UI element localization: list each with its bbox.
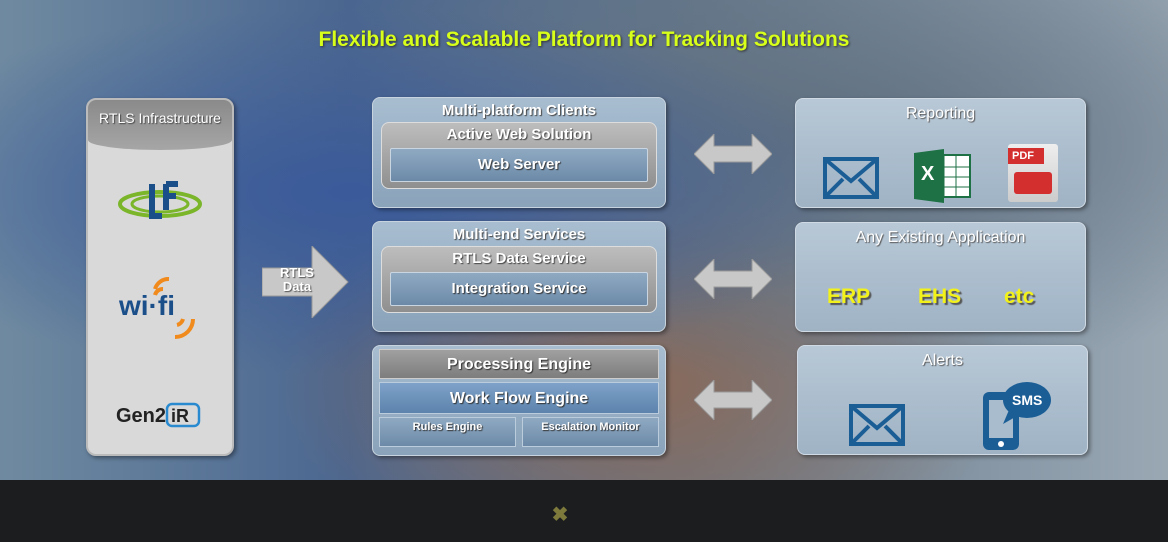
double-arrow-icon bbox=[694, 380, 772, 420]
wifi-logo-icon: wi·fi bbox=[88, 275, 232, 350]
email-icon bbox=[849, 404, 905, 446]
excel-label: X bbox=[921, 163, 935, 185]
rules-engine-box: Rules Engine bbox=[379, 417, 516, 447]
integration-service-bar: Integration Service bbox=[390, 272, 648, 306]
reporting-box: Reporting X PDF bbox=[795, 98, 1086, 208]
arrow-label-1: RTLS bbox=[280, 265, 314, 280]
pdf-label: PDF bbox=[1008, 148, 1044, 164]
alerts-heading: Alerts bbox=[922, 352, 963, 369]
ehs-label: EHS bbox=[918, 285, 962, 308]
erp-label: ERP bbox=[827, 285, 871, 308]
close-button[interactable]: ✖ bbox=[551, 504, 569, 526]
pdf-icon: PDF bbox=[1008, 144, 1058, 202]
lf-logo-icon bbox=[88, 180, 232, 229]
web-server-bar: Web Server bbox=[390, 148, 648, 182]
reporting-heading: Reporting bbox=[905, 105, 976, 122]
svg-text:iR: iR bbox=[171, 406, 189, 426]
etc-label: etc bbox=[1004, 285, 1035, 308]
svg-text:wi·fi: wi·fi bbox=[118, 290, 175, 321]
clients-heading: Multi-platform Clients bbox=[441, 102, 597, 119]
footer-bar bbox=[0, 480, 1168, 542]
engine-box: Processing Engine Work Flow Engine Rules… bbox=[372, 345, 666, 456]
multi-end-services-box: Multi-end Services RTLS Data Service Int… bbox=[372, 221, 666, 332]
double-arrow-icon bbox=[694, 134, 772, 174]
excel-icon: X bbox=[914, 149, 972, 203]
processing-engine-bar: Processing Engine bbox=[379, 349, 659, 379]
workflow-engine-bar: Work Flow Engine bbox=[379, 382, 659, 414]
slide-title: Flexible and Scalable Platform for Track… bbox=[318, 28, 850, 51]
sms-phone-icon: SMS bbox=[981, 380, 1051, 450]
active-web-solution-label: Active Web Solution bbox=[446, 126, 592, 143]
multi-platform-clients-box: Multi-platform Clients Active Web Soluti… bbox=[372, 97, 666, 208]
arrow-label-2: Data bbox=[282, 279, 312, 294]
infrastructure-heading: RTLS Infrastructure bbox=[88, 100, 232, 150]
existing-application-box: Any Existing Application ERP EHS etc bbox=[795, 222, 1086, 332]
applications-heading: Any Existing Application bbox=[855, 229, 1026, 246]
escalation-monitor-box: Escalation Monitor bbox=[522, 417, 659, 447]
alerts-box: Alerts SMS bbox=[797, 345, 1088, 455]
double-arrow-icon bbox=[694, 259, 772, 299]
email-icon bbox=[823, 157, 879, 199]
rtls-data-service-label: RTLS Data Service bbox=[452, 250, 586, 267]
diagram-slide: Flexible and Scalable Platform for Track… bbox=[0, 0, 1168, 480]
services-heading: Multi-end Services bbox=[452, 226, 586, 243]
sms-label: SMS bbox=[1012, 392, 1043, 408]
svg-text:Gen2: Gen2 bbox=[116, 405, 166, 427]
